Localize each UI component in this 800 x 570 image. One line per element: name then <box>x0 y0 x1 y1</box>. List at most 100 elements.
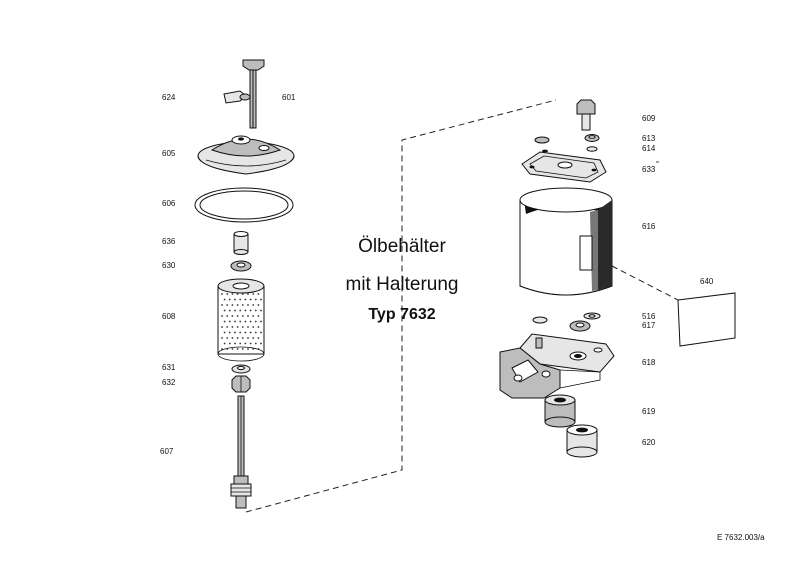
filter-perforation <box>252 337 255 339</box>
filter-perforation <box>236 304 239 306</box>
filter-perforation <box>244 298 247 301</box>
filter-perforation <box>221 315 223 317</box>
filter-perforation <box>244 331 247 334</box>
filter-perforation <box>226 326 229 328</box>
filter-perforation <box>221 326 223 328</box>
filter-perforation <box>257 304 260 306</box>
filter-perforation <box>254 309 257 312</box>
label-632: 632 <box>162 378 176 387</box>
filter-perforation <box>228 331 231 334</box>
part-630-washer <box>230 260 252 272</box>
label-608: 608 <box>162 312 176 321</box>
filter-perforation <box>236 337 239 339</box>
filter-perforation <box>257 348 260 350</box>
filter-perforation <box>241 348 244 350</box>
filter-perforation <box>247 293 249 295</box>
filter-perforation <box>247 315 249 317</box>
part-616-tank <box>519 187 613 296</box>
part-640-label <box>677 292 736 347</box>
part-601-dipstick <box>242 59 265 129</box>
filter-perforation <box>249 298 252 301</box>
label-616: 616 <box>642 222 656 231</box>
label-640: 640 <box>700 277 714 286</box>
filter-perforation <box>223 331 226 334</box>
filter-perforation <box>239 342 242 345</box>
filter-perforation <box>247 337 249 339</box>
part-608-filter <box>217 278 265 362</box>
filter-perforation <box>223 320 226 323</box>
filter-perforation <box>257 315 260 317</box>
filter-perforation <box>252 293 255 295</box>
filter-perforation <box>254 331 257 334</box>
filter-perforation <box>244 342 247 345</box>
filter-perforation <box>236 315 239 317</box>
filter-perforation <box>252 348 255 350</box>
title-line-2: mit Halterung <box>346 274 459 295</box>
label-619: 619 <box>642 407 656 416</box>
title-line-1: Ölbehälter <box>358 236 446 257</box>
filter-perforation <box>260 320 262 323</box>
filter-perforation <box>234 309 236 312</box>
filter-perforation <box>223 342 226 345</box>
label-605: 605 <box>162 149 176 158</box>
filter-perforation <box>234 342 236 345</box>
filter-perforation <box>244 309 247 312</box>
filter-perforation <box>231 326 234 328</box>
part-619-spacer <box>544 394 576 428</box>
filter-perforation <box>231 304 234 306</box>
filter-perforation <box>223 298 226 301</box>
title-line-3: Typ 7632 <box>368 306 435 323</box>
part-631-washer <box>231 364 251 374</box>
filter-perforation <box>236 326 239 328</box>
filter-perforation <box>260 342 262 345</box>
part-609-screw <box>576 99 596 131</box>
filter-perforation <box>239 309 242 312</box>
filter-perforation <box>241 337 244 339</box>
label-630: 630 <box>162 261 176 270</box>
part-516-washer <box>532 312 601 324</box>
label-636: 636 <box>162 237 176 246</box>
part-606-gasket <box>194 187 294 223</box>
leader-640 <box>611 265 679 301</box>
filter-perforation <box>249 309 252 312</box>
part-620-spacer <box>566 424 598 458</box>
filter-perforation <box>239 331 242 334</box>
label-613: 613 <box>642 134 656 143</box>
filter-perforation <box>252 304 255 306</box>
filter-perforation <box>241 293 244 295</box>
filter-perforation <box>231 348 234 350</box>
filter-perforation <box>221 293 223 295</box>
filter-perforation <box>221 304 223 306</box>
label-624: 624 <box>162 93 176 102</box>
label-617: 617 <box>642 321 656 330</box>
filter-perforation <box>254 298 257 301</box>
filter-perforation <box>257 293 260 295</box>
filter-perforation <box>223 309 226 312</box>
filter-perforation <box>221 337 223 339</box>
part-605-lid <box>197 135 295 175</box>
filter-perforation <box>226 293 229 295</box>
filter-perforation <box>228 320 231 323</box>
label-618: 618 <box>642 358 656 367</box>
filter-perforation <box>221 348 223 350</box>
filter-perforation <box>228 298 231 301</box>
part-617-washer <box>569 320 591 332</box>
filter-perforation <box>234 298 236 301</box>
filter-perforation <box>226 337 229 339</box>
label-601: 601 <box>282 93 296 102</box>
filter-perforation <box>254 320 257 323</box>
label-609: 609 <box>642 114 656 123</box>
filter-perforation <box>241 315 244 317</box>
filter-perforation <box>260 298 262 301</box>
filter-perforation <box>260 309 262 312</box>
part-633-flange <box>521 151 607 183</box>
filter-perforation <box>228 309 231 312</box>
filter-perforation <box>252 315 255 317</box>
filter-perforation <box>249 320 252 323</box>
filter-perforation <box>247 326 249 328</box>
filter-perforation <box>249 331 252 334</box>
label-606: 606 <box>162 199 176 208</box>
filter-perforation <box>236 348 239 350</box>
filter-perforation <box>247 348 249 350</box>
